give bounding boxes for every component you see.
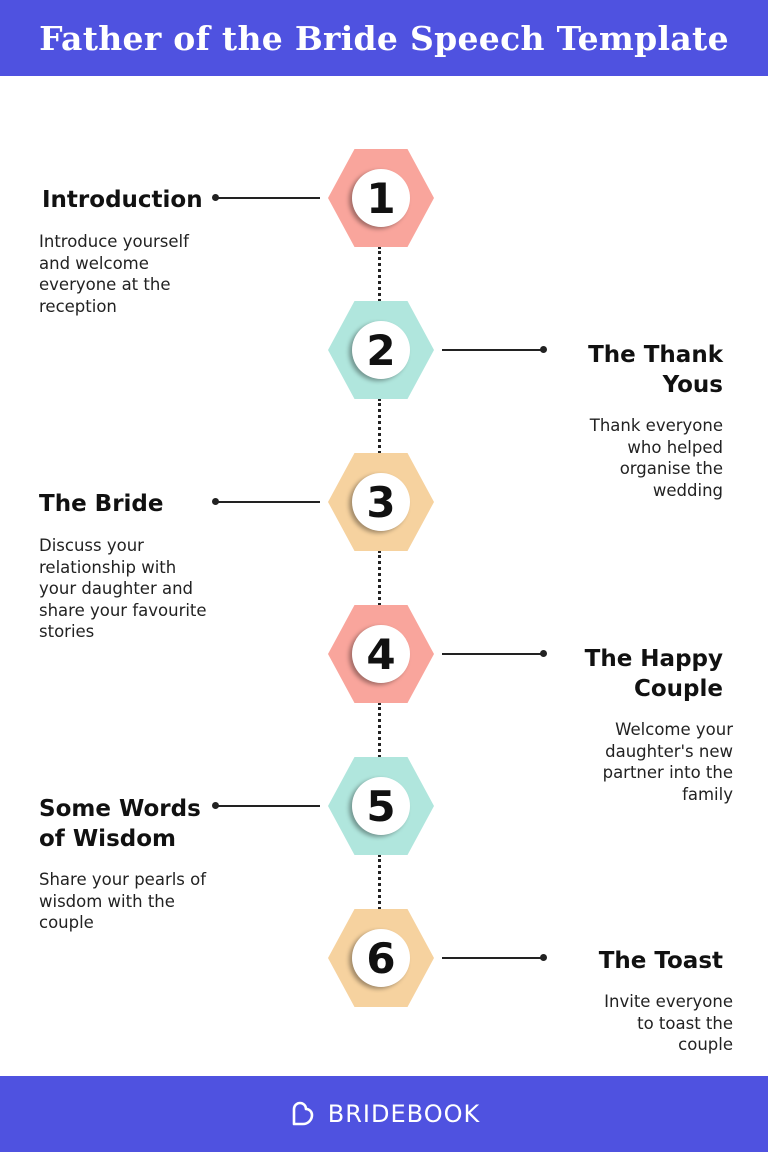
connector-4-5 — [378, 702, 381, 758]
step-4-pointer-dot — [540, 650, 547, 657]
step-2-number: 2 — [352, 321, 410, 379]
step-6-number: 6 — [352, 929, 410, 987]
step-4-number: 4 — [352, 625, 410, 683]
step-2-pointer-dot — [540, 346, 547, 353]
step-2-pointer-line — [442, 349, 544, 351]
connector-2-3 — [378, 398, 381, 454]
header-banner: Father of the Bride Speech Template — [0, 0, 768, 76]
step-3-number: 3 — [352, 473, 410, 531]
step-1-number: 1 — [352, 169, 410, 227]
step-3-description: Discuss your relationship with your daug… — [39, 536, 207, 641]
step-6-pointer-dot — [540, 954, 547, 961]
page-title: Father of the Bride Speech Template — [39, 18, 729, 58]
step-6-pointer-line — [442, 957, 544, 959]
step-5-pointer-line — [216, 805, 320, 807]
step-1-pointer-line — [216, 197, 320, 199]
connector-5-6 — [378, 854, 381, 910]
step-4-title: The Happy Couple — [584, 646, 723, 702]
step-5-number: 5 — [352, 777, 410, 835]
step-1-description: Introduce yourself and welcome everyone … — [39, 232, 189, 316]
step-4-pointer-line — [442, 653, 544, 655]
footer-brand: BRIDEBOOK — [327, 1100, 481, 1128]
footer-banner: BRIDEBOOK — [0, 1076, 768, 1152]
step-5-description: Share your pearls of wisdom with the cou… — [39, 870, 207, 932]
connector-1-2 — [378, 246, 381, 302]
step-2-description: Thank everyone who helped organise the w… — [589, 416, 723, 500]
step-2-title: The Thank Yous — [588, 342, 723, 398]
step-1-pointer-dot — [212, 194, 219, 201]
connector-3-4 — [378, 550, 381, 606]
step-3-pointer-dot — [212, 498, 219, 505]
step-3-title: The Bride — [39, 491, 164, 517]
step-5-pointer-dot — [212, 802, 219, 809]
step-1-title: Introduction — [42, 187, 203, 213]
step-6-title: The Toast — [598, 948, 723, 974]
step-4-description: Welcome your daughter's new partner into… — [602, 720, 733, 804]
step-5-title: Some Words of Wisdom — [39, 796, 201, 852]
step-6-description: Invite everyone to toast the couple — [604, 992, 733, 1054]
step-3-pointer-line — [216, 501, 320, 503]
bridebook-logo-icon — [288, 1100, 316, 1128]
